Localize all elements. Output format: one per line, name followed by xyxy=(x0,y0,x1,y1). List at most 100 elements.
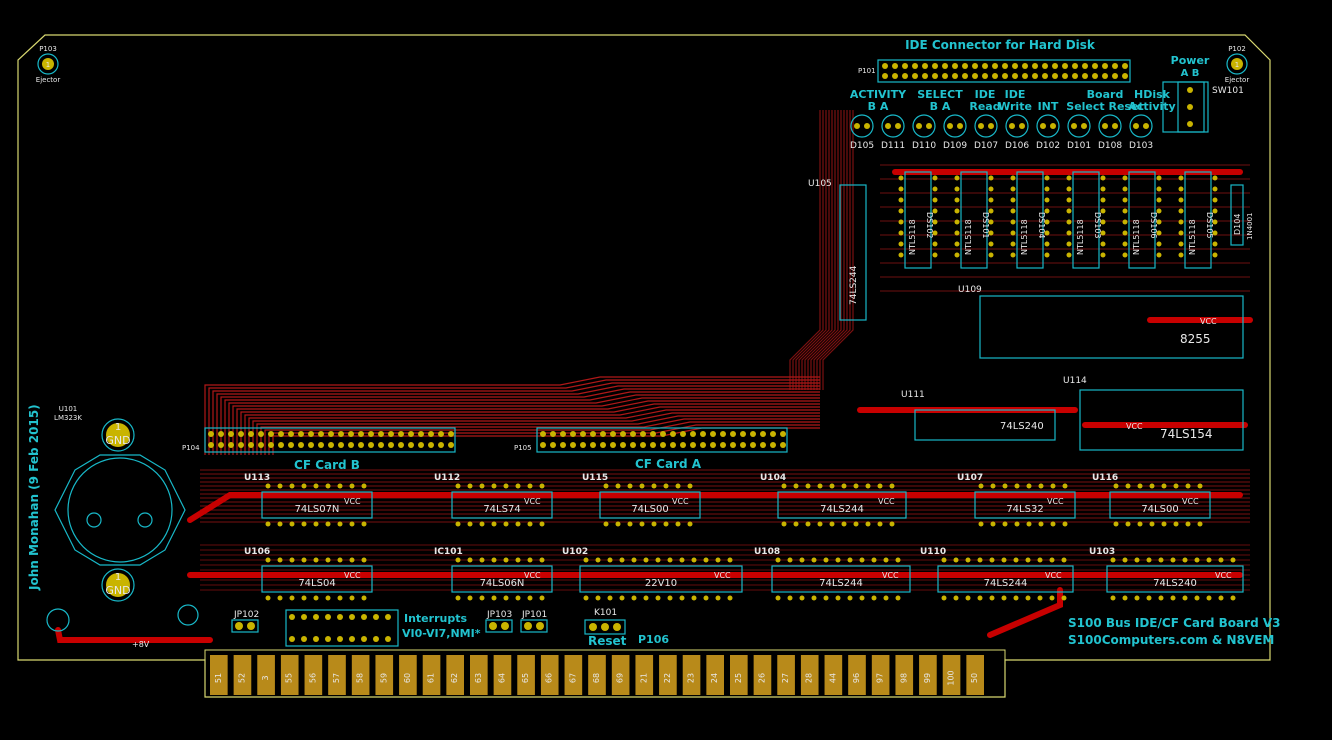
edge-pin-23: 23 xyxy=(682,655,701,695)
edge-pin-57: 57 xyxy=(328,655,346,695)
ejector-label: Ejector xyxy=(36,76,61,84)
svg-text:D109: D109 xyxy=(943,141,967,151)
u114-vcc: VCC xyxy=(1126,422,1143,431)
edge-pin-99: 99 xyxy=(919,655,937,695)
svg-text:NTL5118: NTL5118 xyxy=(908,219,917,255)
led-d105: D105 xyxy=(850,114,874,151)
svg-text:25: 25 xyxy=(734,673,743,683)
svg-text:60: 60 xyxy=(403,673,412,683)
edge-pin-55: 55 xyxy=(280,655,299,695)
svg-text:74LS244: 74LS244 xyxy=(984,578,1028,589)
jp101-jumper: JP101 xyxy=(520,610,548,633)
svg-text:IC101: IC101 xyxy=(434,547,463,557)
svg-text:HDisk: HDisk xyxy=(1134,88,1171,101)
edge-pin-22: 22 xyxy=(659,655,677,695)
svg-text:74LS240: 74LS240 xyxy=(1153,578,1197,589)
svg-text:VCC: VCC xyxy=(714,571,731,580)
svg-text:DS105: DS105 xyxy=(1205,212,1214,239)
svg-text:59: 59 xyxy=(379,673,388,683)
svg-text:U113: U113 xyxy=(244,473,270,483)
svg-text:68: 68 xyxy=(592,673,601,683)
led-d110: D110 xyxy=(912,114,936,151)
u114-ref: U114 xyxy=(1063,376,1087,386)
svg-text:U115: U115 xyxy=(582,473,608,483)
logic-chips: U11374LS07NVCCU11274LS74VCCU11574LS00VCC… xyxy=(244,473,1244,601)
led-d108: D108 xyxy=(1098,114,1122,151)
capacitor-c102 xyxy=(177,604,199,626)
ide-header-label: IDE Connector for Hard Disk xyxy=(905,38,1096,52)
reset-switch-k101: K101 xyxy=(584,608,626,635)
p101-ref: P101 xyxy=(858,67,876,75)
svg-text:96: 96 xyxy=(852,673,861,683)
edge-pin-51: 51 xyxy=(210,655,228,695)
svg-text:NTL5118: NTL5118 xyxy=(1020,219,1029,255)
edge-pin-65: 65 xyxy=(517,655,535,695)
svg-text:74LS244: 74LS244 xyxy=(819,578,863,589)
u114-part: 74LS154 xyxy=(1160,427,1212,441)
svg-text:D110: D110 xyxy=(912,141,936,151)
svg-text:Activity: Activity xyxy=(1128,100,1175,113)
svg-text:63: 63 xyxy=(474,673,483,683)
svg-text:DS106: DS106 xyxy=(1149,212,1158,239)
edge-pin-97: 97 xyxy=(871,655,890,695)
svg-text:62: 62 xyxy=(450,673,459,683)
svg-text:97: 97 xyxy=(876,673,885,683)
svg-text:VCC: VCC xyxy=(1182,497,1199,506)
svg-text:DS104: DS104 xyxy=(1037,212,1046,239)
svg-text:NTL5118: NTL5118 xyxy=(1132,219,1141,255)
svg-text:51: 51 xyxy=(214,673,223,683)
svg-text:61: 61 xyxy=(427,673,436,683)
u114-chip: U114 74LS154 VCC xyxy=(1063,376,1244,451)
edge-pin-100: 100 xyxy=(942,655,961,695)
svg-text:DS103: DS103 xyxy=(1093,212,1102,239)
svg-text:74LS00: 74LS00 xyxy=(631,504,668,515)
power-ab-label: A B xyxy=(1181,68,1200,79)
svg-text:NTL5118: NTL5118 xyxy=(1188,219,1197,255)
svg-text:50: 50 xyxy=(970,673,979,683)
svg-text:D101: D101 xyxy=(1067,141,1091,151)
led-d109: D109 xyxy=(943,114,967,151)
u101-part: LM323K xyxy=(54,414,82,422)
u109-chip: U109 8255 VCC xyxy=(958,285,1244,359)
voltage-regulator-u101: 1 GND 1 GND U101 LM323K xyxy=(54,405,186,602)
svg-text:74LS244: 74LS244 xyxy=(820,504,864,515)
p102-ref: P102 xyxy=(1228,45,1246,53)
power-label: Power xyxy=(1171,54,1210,67)
edge-pin-27: 27 xyxy=(777,655,795,695)
svg-text:44: 44 xyxy=(828,673,837,683)
svg-text:U108: U108 xyxy=(754,547,780,557)
edge-pin-44: 44 xyxy=(824,655,843,695)
svg-text:67: 67 xyxy=(568,673,577,683)
svg-text:D106: D106 xyxy=(1005,141,1029,151)
edge-pin-66: 66 xyxy=(540,655,559,695)
edge-pin-26: 26 xyxy=(753,655,772,695)
jp103-jumper: JP103 xyxy=(485,610,513,633)
svg-text:VCC: VCC xyxy=(1045,571,1062,580)
svg-text:65: 65 xyxy=(521,673,530,683)
cf-card-b-connector: P104 xyxy=(182,427,456,453)
interrupt-jumper-block xyxy=(285,609,399,647)
d104-diode: D104 1N4001 xyxy=(1230,184,1254,246)
svg-text:NTL5118: NTL5118 xyxy=(1076,219,1085,255)
p104-ref: P104 xyxy=(182,444,200,452)
svg-text:64: 64 xyxy=(497,673,506,683)
svg-text:74LS06N: 74LS06N xyxy=(480,578,525,589)
svg-text:74LS32: 74LS32 xyxy=(1006,504,1043,515)
svg-text:U107: U107 xyxy=(957,473,983,483)
svg-text:VCC: VCC xyxy=(344,571,361,580)
svg-text:GND: GND xyxy=(105,584,130,597)
svg-text:74LS04: 74LS04 xyxy=(298,578,335,589)
capacitor-c101 xyxy=(46,608,70,632)
ide-connector xyxy=(877,59,1131,83)
svg-text:24: 24 xyxy=(710,673,719,683)
